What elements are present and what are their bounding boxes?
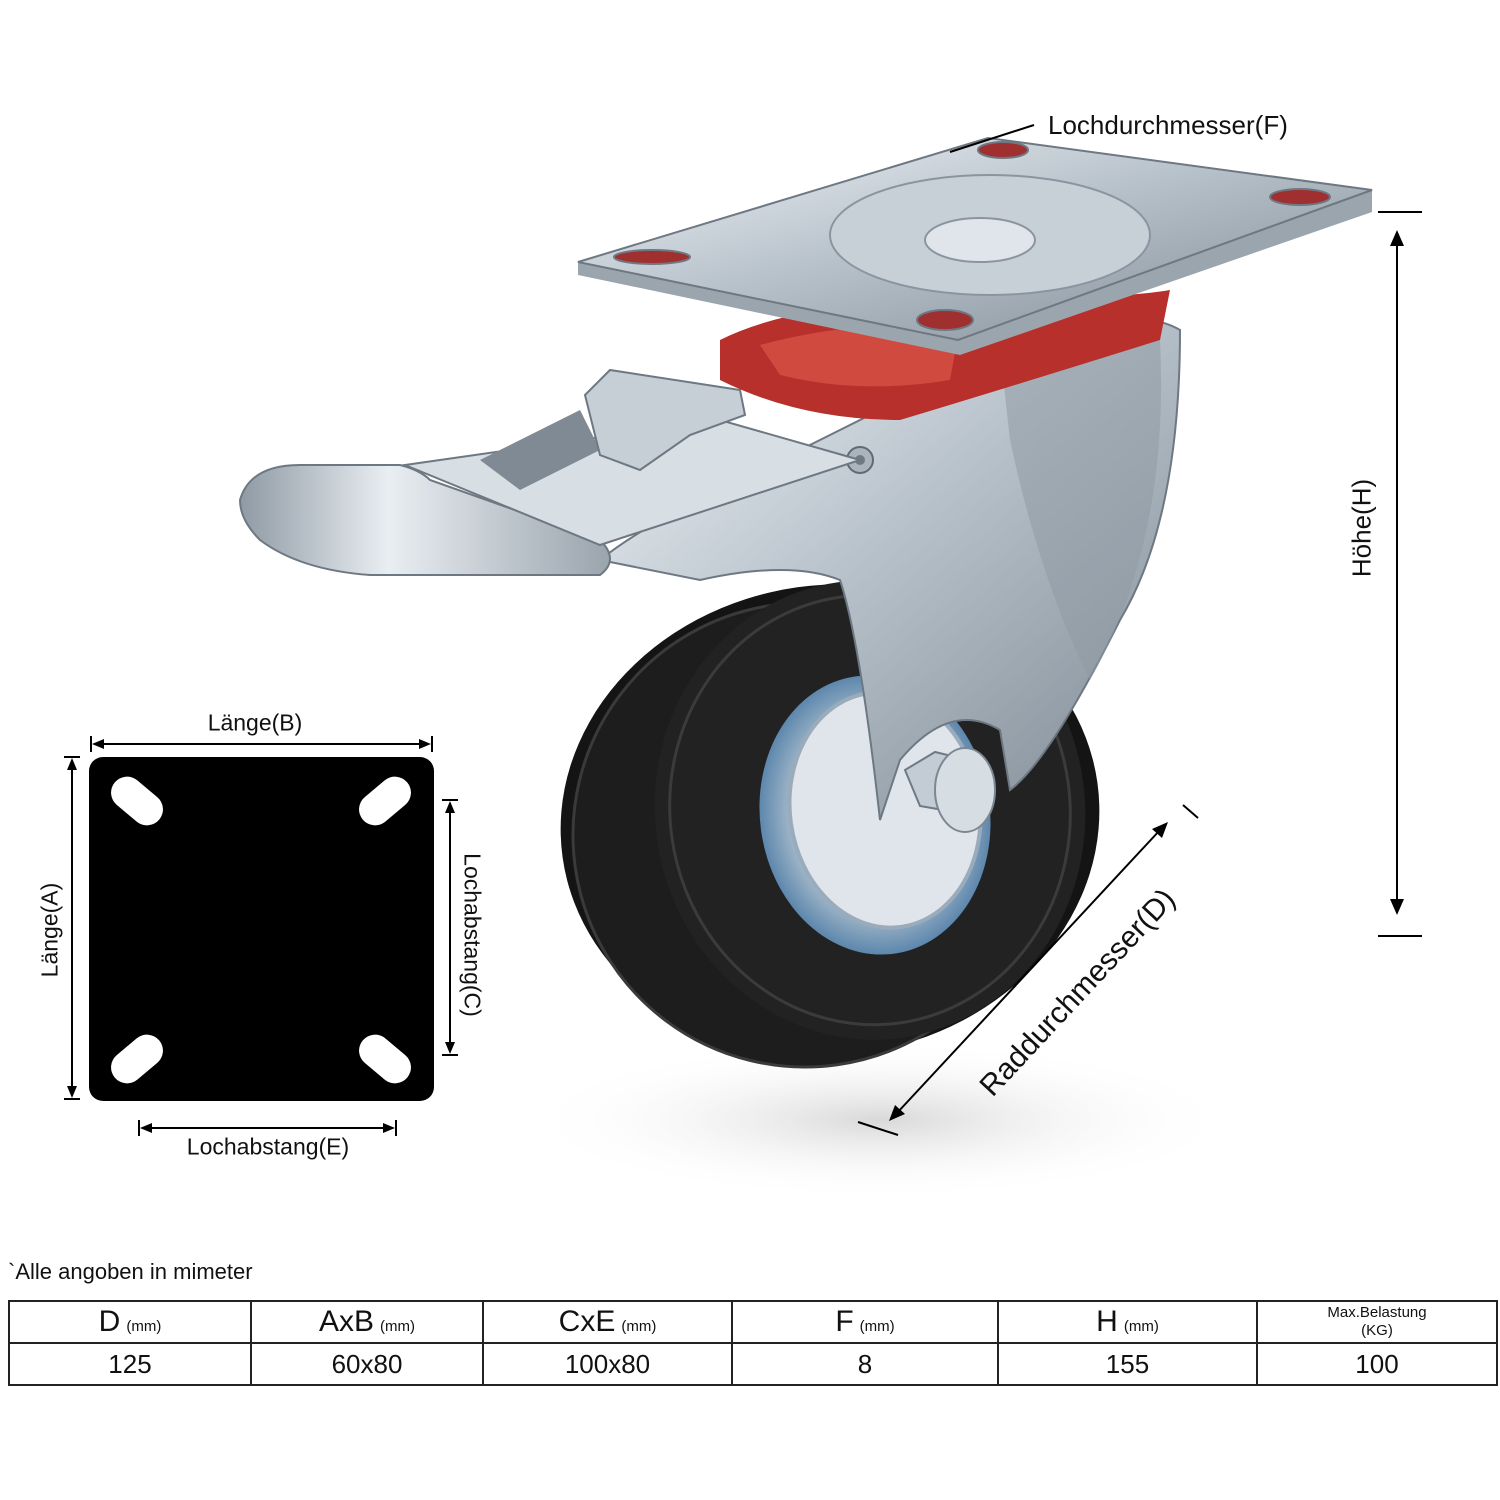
value-cxe: 100x80 [482, 1342, 733, 1386]
value-f: 8 [731, 1342, 999, 1386]
brake-lever [238, 368, 864, 576]
header-axb: AxB(mm) [250, 1300, 484, 1344]
label-height: Höhe(H) [1346, 478, 1377, 578]
header-h: H(mm) [997, 1300, 1258, 1344]
mounting-plate-icon [89, 757, 434, 1101]
ground-shadow [520, 1040, 1240, 1200]
label-length-b: Länge(B) [207, 709, 303, 736]
header-d: D(mm) [8, 1300, 252, 1344]
value-d: 125 [8, 1342, 252, 1386]
spec-header-row: D(mm) AxB(mm) CxE(mm) F(mm) H(mm) Max.Be… [8, 1300, 1498, 1344]
header-max-load: Max.Belastung(KG) [1256, 1300, 1498, 1344]
value-max-load: 100 [1256, 1342, 1498, 1386]
label-length-a: Länge(A) [36, 882, 63, 978]
top-plate [577, 136, 1373, 355]
fork-body [597, 317, 1182, 821]
label-hole-spacing-c: Lochabstang(C) [459, 853, 486, 1017]
dimension-lines [64, 124, 1422, 1136]
label-hole-diameter: Lochdurchmesser(F) [1048, 110, 1288, 140]
spec-value-row: 125 60x80 100x80 8 155 100 [8, 1342, 1498, 1386]
value-axb: 60x80 [250, 1342, 484, 1386]
label-hole-spacing-e: Lochabstang(E) [186, 1133, 350, 1160]
header-cxe: CxE(mm) [482, 1300, 733, 1344]
spec-table: D(mm) AxB(mm) CxE(mm) F(mm) H(mm) Max.Be… [8, 1300, 1498, 1386]
units-note: `Alle angoben in mimeter [8, 1259, 253, 1284]
value-h: 155 [997, 1342, 1258, 1386]
header-f: F(mm) [731, 1300, 999, 1344]
